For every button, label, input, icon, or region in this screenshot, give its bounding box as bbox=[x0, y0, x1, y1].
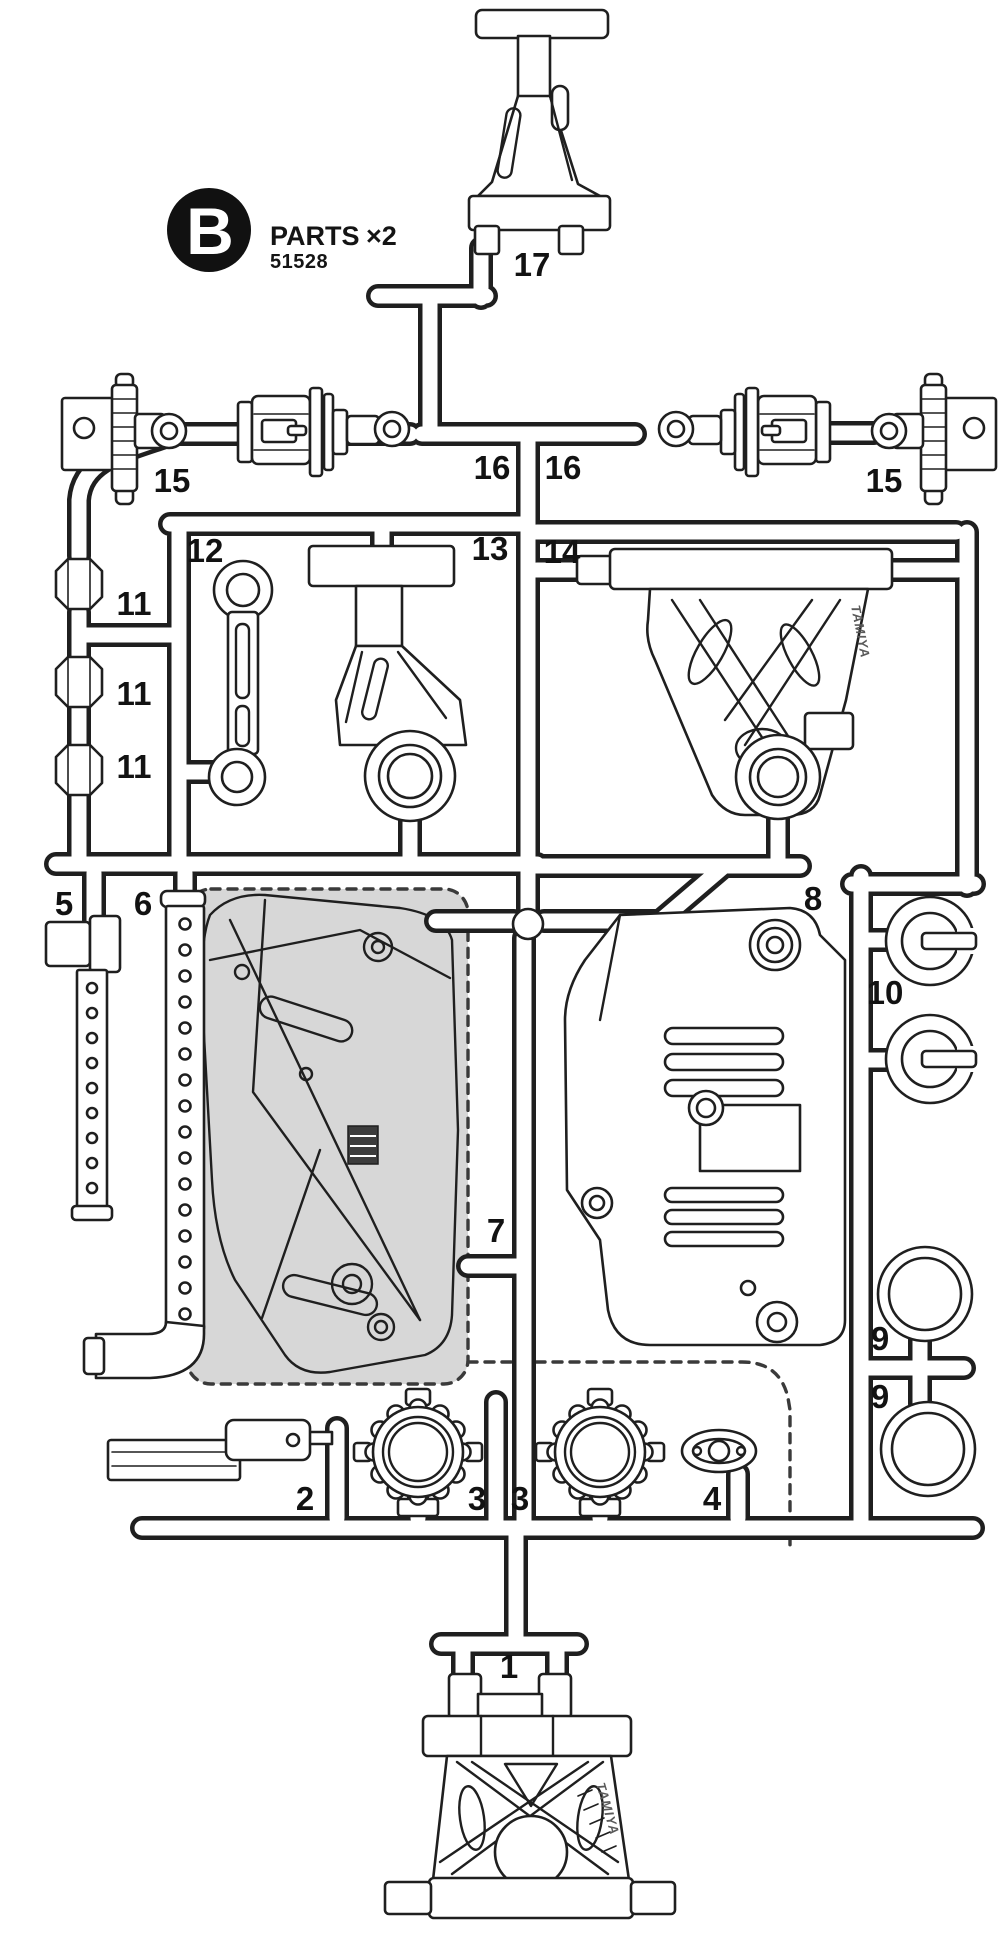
part-12-link bbox=[207, 559, 274, 807]
part-16-left bbox=[236, 386, 411, 478]
part-label-9-top: 9 bbox=[871, 1320, 889, 1357]
part-3-adapter-right bbox=[534, 1387, 666, 1518]
part-11-nut-mid bbox=[54, 655, 104, 709]
part-13-hub-carrier bbox=[307, 544, 468, 823]
part-label-16-left: 16 bbox=[474, 449, 511, 486]
part-9-ring-bottom bbox=[879, 1400, 977, 1498]
part-label-15-left: 15 bbox=[154, 462, 191, 499]
sheet-letter-badge bbox=[167, 188, 251, 272]
dashed-cut-line bbox=[466, 1360, 792, 1547]
part-label-8: 8 bbox=[804, 880, 822, 917]
part-11-nut-bottom bbox=[54, 743, 104, 797]
part-6-strap bbox=[82, 889, 207, 1380]
part-label-1: 1 bbox=[500, 1648, 518, 1685]
runner-junction-circle bbox=[511, 907, 545, 941]
sheet-letter: B bbox=[186, 194, 234, 268]
part-number-labels: 17 15 16 16 15 12 13 14 11 11 11 5 6 7 8… bbox=[55, 246, 904, 1685]
shaded-region bbox=[185, 887, 470, 1386]
part-label-4: 4 bbox=[703, 1480, 722, 1517]
sheet-quantity: ×2 bbox=[366, 221, 397, 251]
part-label-11-top: 11 bbox=[117, 585, 152, 622]
part-label-9-bottom: 9 bbox=[871, 1378, 889, 1415]
sheet-header: B PARTS ×2 51528 bbox=[167, 188, 397, 273]
part-label-5: 5 bbox=[55, 885, 73, 922]
part-1-shock-tower: TAMIYA bbox=[383, 1672, 677, 1920]
part-5-strap bbox=[44, 914, 122, 1222]
part-10-eclip-bottom bbox=[884, 1013, 985, 1105]
part-label-11-bottom: 11 bbox=[117, 748, 152, 785]
sheet-item-number: 51528 bbox=[270, 251, 328, 273]
part-10-eclip-top bbox=[884, 895, 985, 987]
part-3-adapter-left bbox=[352, 1387, 484, 1518]
part-label-3-left: 3 bbox=[468, 1480, 486, 1517]
part-label-17: 17 bbox=[514, 246, 551, 283]
part-14-upright: TAMIYA bbox=[575, 547, 894, 821]
part-label-7: 7 bbox=[487, 1212, 505, 1249]
part-label-15-right: 15 bbox=[866, 462, 903, 499]
part-label-13: 13 bbox=[472, 530, 509, 567]
part-4-wingnut bbox=[680, 1428, 758, 1474]
part-label-6: 6 bbox=[134, 885, 152, 922]
part-7-body-cover bbox=[185, 887, 470, 1386]
part-label-11-mid: 11 bbox=[117, 675, 152, 712]
part-16-right bbox=[657, 386, 832, 478]
part-2-bracket bbox=[106, 1418, 334, 1482]
part-label-2: 2 bbox=[296, 1480, 314, 1517]
part-11-nut-top bbox=[54, 557, 104, 611]
part-9-ring-top bbox=[876, 1245, 974, 1343]
part-label-10: 10 bbox=[867, 974, 904, 1011]
part-label-3-right: 3 bbox=[511, 1480, 529, 1517]
part-17-arm-mount bbox=[467, 8, 612, 256]
sheet-parts-word: PARTS bbox=[270, 221, 360, 251]
part-8-bulkhead bbox=[563, 906, 847, 1347]
part-label-16-right: 16 bbox=[545, 449, 582, 486]
part-label-12: 12 bbox=[187, 532, 224, 569]
part-label-14: 14 bbox=[544, 533, 581, 570]
